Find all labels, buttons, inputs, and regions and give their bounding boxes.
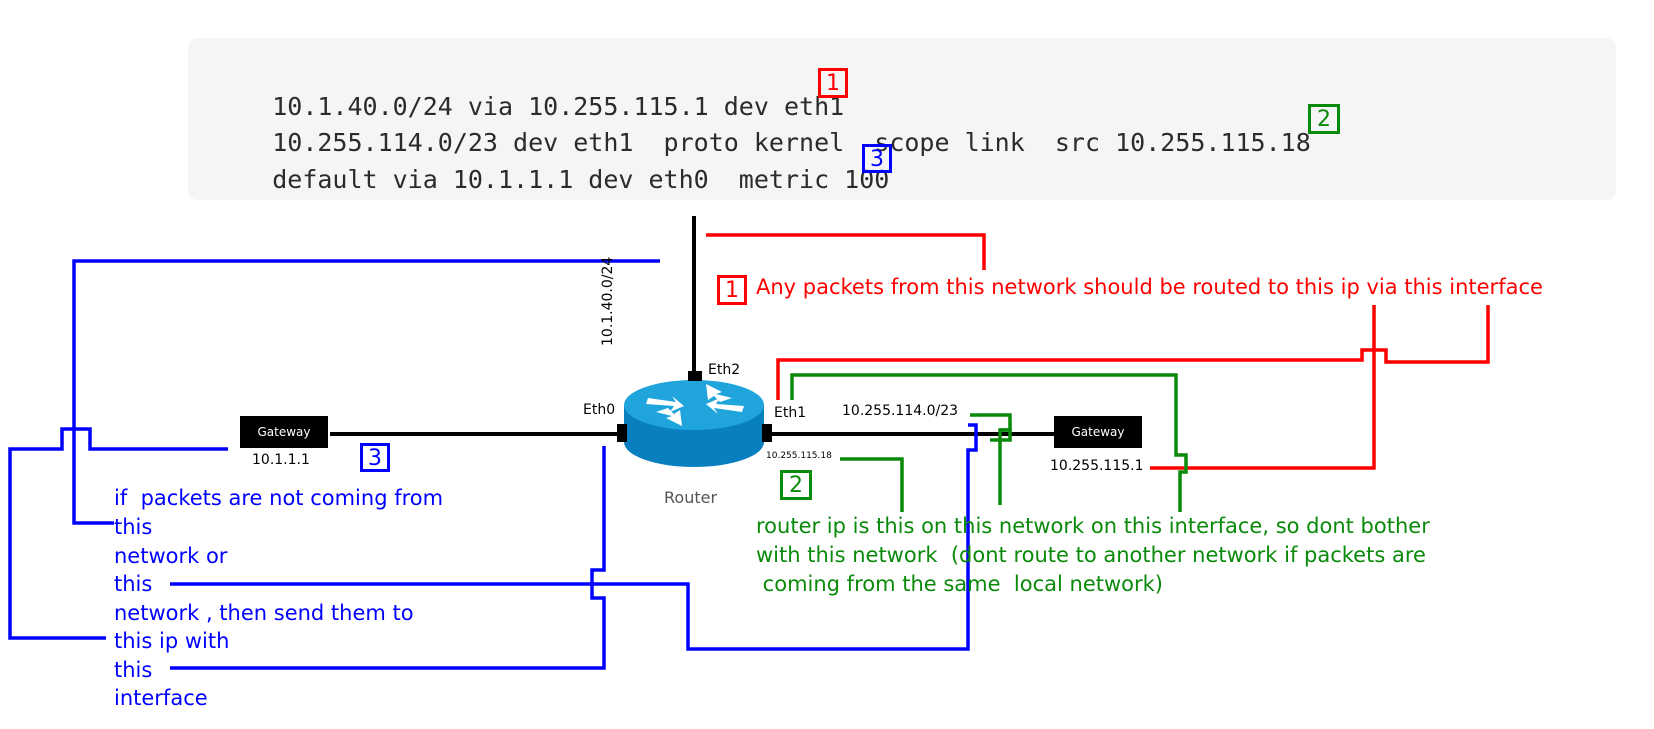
routing-table-code-block: 10.1.40.0/24 via 10.255.115.1 dev eth1 1… (188, 38, 1616, 200)
red-annotation-text: Any packets from this network should be … (756, 275, 1543, 299)
blue-annotation-line-6: this ip with (114, 629, 230, 653)
blue-annotation-marker: 3 (360, 443, 390, 472)
eth2-label: Eth2 (708, 362, 741, 378)
code-marker-2: 2 (1308, 104, 1340, 134)
blue-annotation-line-3: network or (114, 544, 228, 568)
route-line-3: default via 10.1.1.1 dev eth0 metric 100 (212, 135, 889, 225)
eth1-label: Eth1 (774, 405, 807, 421)
code-marker-1: 1 (818, 68, 848, 98)
blue-annotation-line-1: if packets are not coming from (114, 486, 444, 510)
blue-annotation-line-7: this (114, 658, 153, 682)
red-connector-lines (706, 233, 1490, 470)
right-gateway-ip: 10.255.115.1 (1050, 458, 1144, 474)
route-line-2: 10.255.114.0/23 dev eth1 proto kernel sc… (212, 98, 1311, 188)
blue-annotation-line-4: this (114, 572, 153, 596)
green-connector-lines (790, 373, 1188, 512)
blue-annotation-line-5: network , then send them to (114, 601, 414, 625)
blue-annotation-line-2: this (114, 515, 153, 539)
blue-annotation-line-8: interface (114, 686, 208, 710)
green-annotation-marker: 2 (780, 470, 812, 500)
router-icon (617, 371, 772, 467)
eth0-label: Eth0 (583, 402, 616, 418)
left-gateway-ip: 10.1.1.1 (252, 452, 310, 468)
route-line-1: 10.1.40.0/24 via 10.255.115.1 dev eth1 (212, 62, 844, 152)
green-annotation-line-2: with this network (dont route to another… (756, 543, 1426, 567)
red-annotation-marker: 1 (717, 275, 747, 305)
left-gateway: Gateway (240, 416, 328, 448)
router-ip-label: 10.255.115.18 (766, 451, 832, 461)
green-annotation-line-3: coming from the same local network) (756, 572, 1163, 596)
code-marker-3: 3 (862, 144, 892, 173)
subnet-eth1-label: 10.255.114.0/23 (842, 403, 959, 419)
right-gateway: Gateway (1054, 416, 1142, 448)
blue-connector-lines (8, 259, 978, 670)
subnet-eth2-label: 10.1.40.0/24 (600, 256, 616, 346)
route-line-2-text: 10.255.114.0/23 dev eth1 proto kernel sc… (272, 128, 1311, 157)
green-annotation-line-1: router ip is this on this network on thi… (756, 514, 1430, 538)
route-line-1-text: 10.1.40.0/24 via 10.255.115.1 dev eth1 (272, 92, 845, 121)
route-line-3-text: default via 10.1.1.1 dev eth0 metric 100 (272, 165, 890, 194)
router-label: Router (664, 488, 718, 507)
